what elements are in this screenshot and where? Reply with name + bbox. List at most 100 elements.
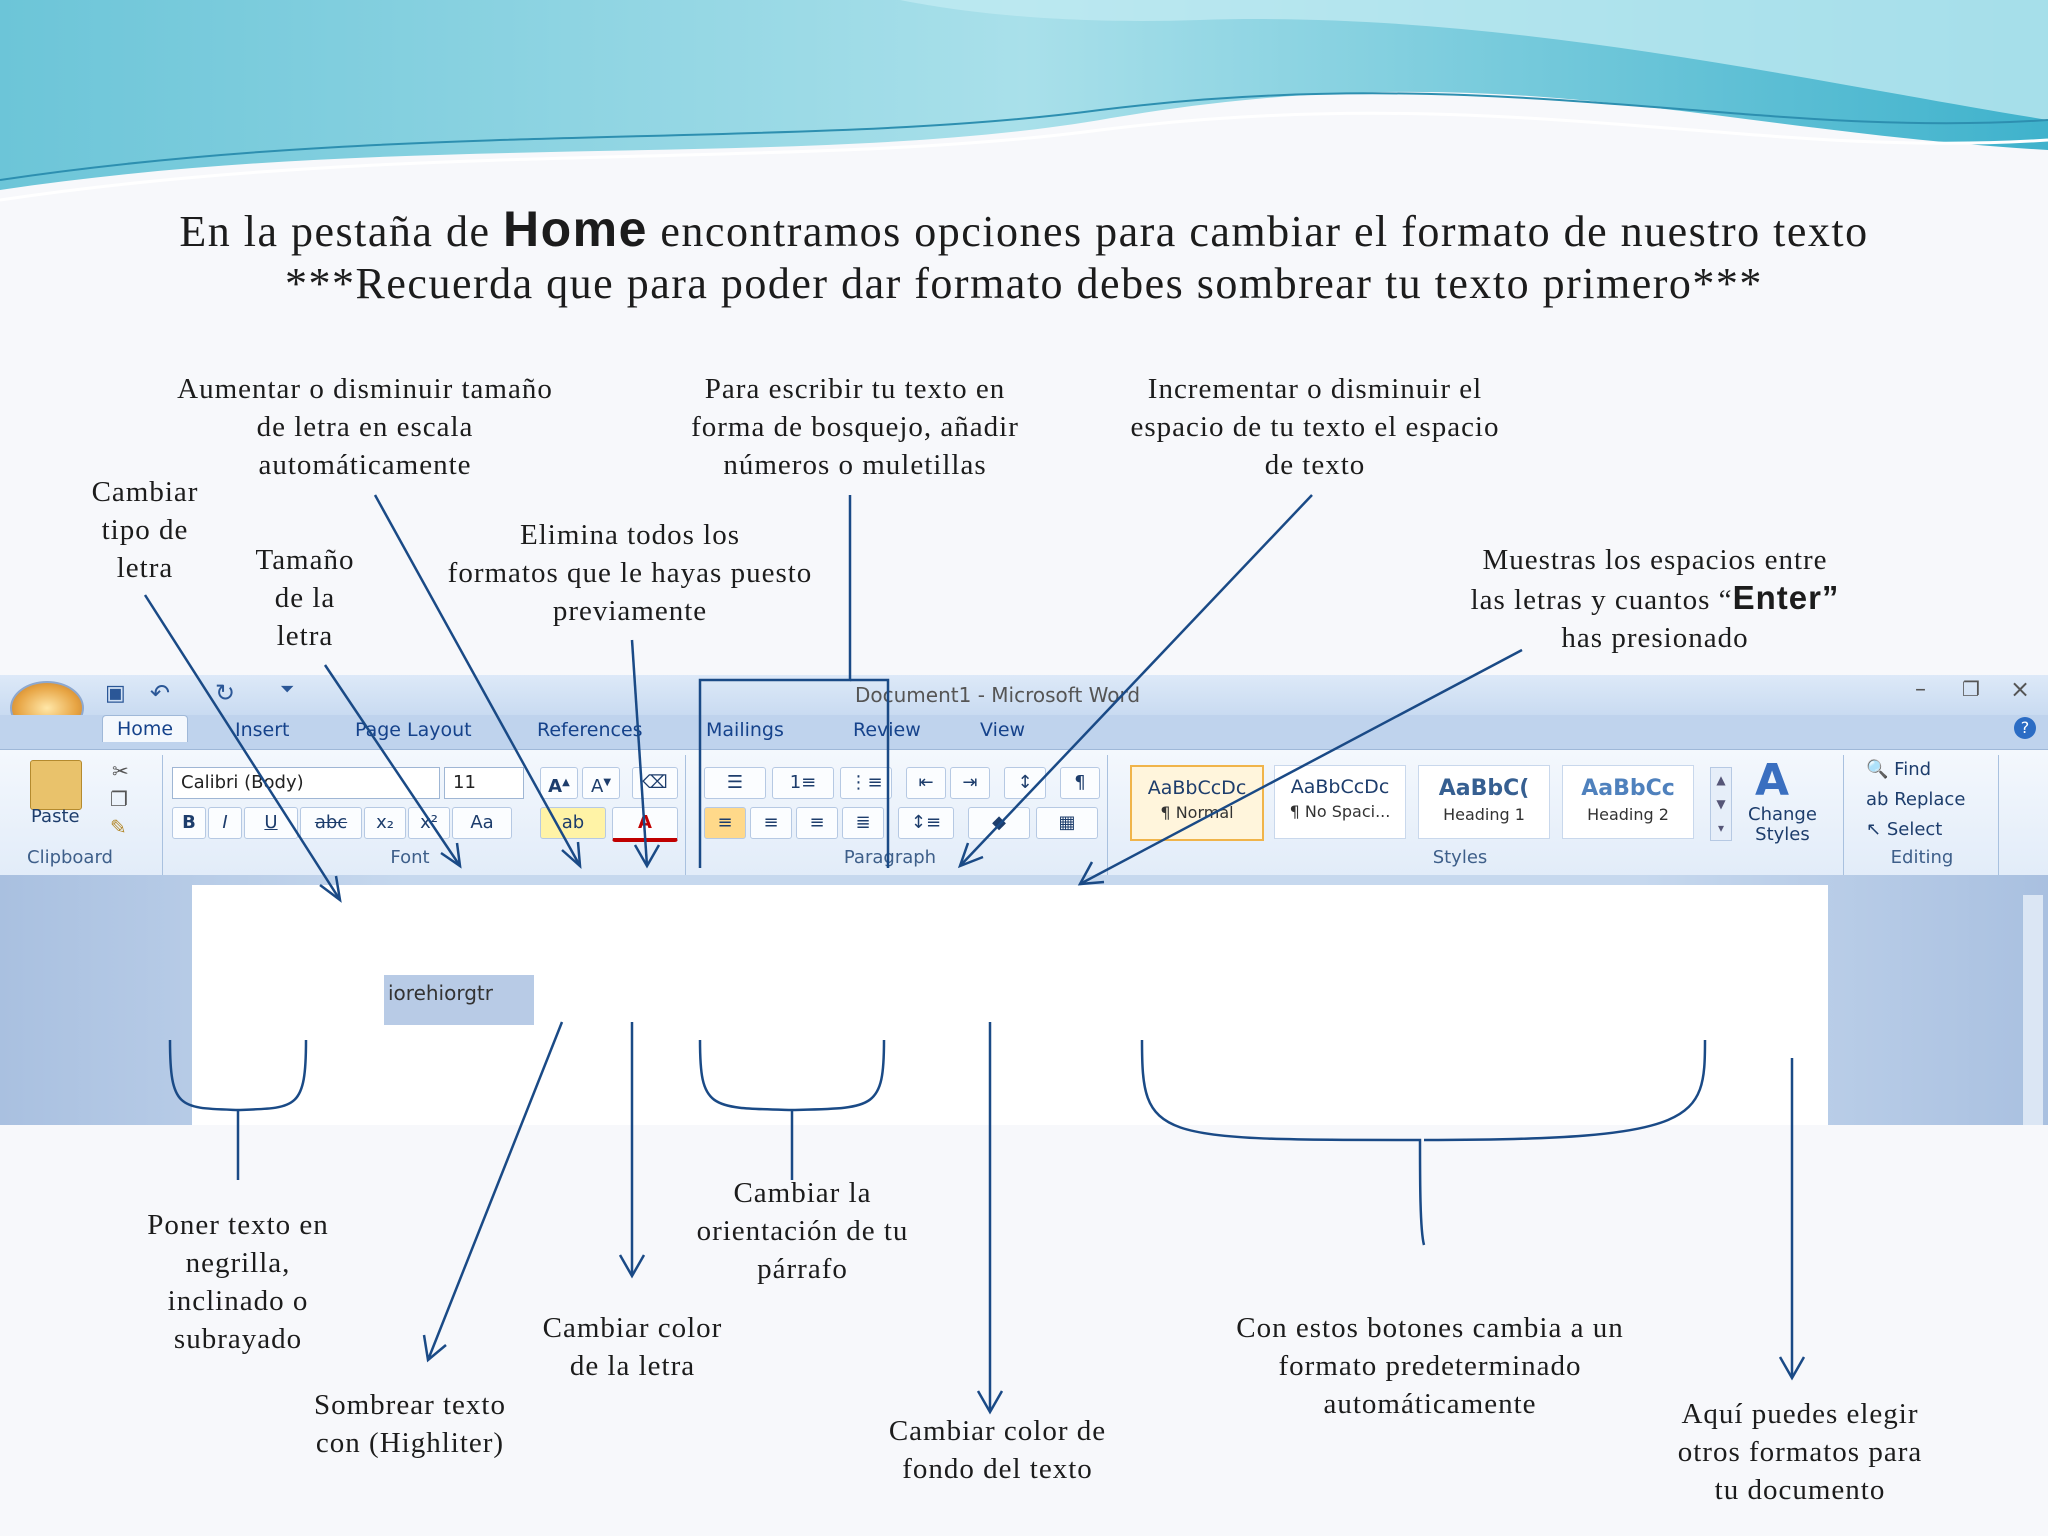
change-case-button[interactable]: Aa bbox=[452, 807, 512, 839]
note-line: Incrementar o disminuir el bbox=[1147, 373, 1483, 405]
note-font-type: Cambiar tipo de letra bbox=[70, 473, 220, 587]
style-name: ¶ No Spaci... bbox=[1289, 802, 1391, 821]
numbering-button[interactable]: 1≡ bbox=[772, 767, 834, 799]
font-color-button[interactable]: A bbox=[612, 807, 678, 842]
note-line: fondo del texto bbox=[902, 1453, 1093, 1485]
title-bold: Home bbox=[502, 201, 648, 257]
tab-insert[interactable]: Insert bbox=[235, 719, 290, 741]
bullets-button[interactable]: ☰ bbox=[704, 767, 766, 799]
styles-scroll[interactable]: ▲▼▾ bbox=[1710, 767, 1732, 841]
note-line: párrafo bbox=[757, 1253, 848, 1285]
note-line: letra bbox=[116, 552, 174, 584]
align-left-button[interactable]: ≡ bbox=[704, 807, 746, 839]
note-line: formatos que le hayas puesto bbox=[447, 557, 813, 589]
title-post: encontramos opciones para cambiar el for… bbox=[647, 207, 1869, 256]
sort-button[interactable]: ↕ bbox=[1004, 767, 1046, 799]
decrease-indent-button[interactable]: ⇤ bbox=[906, 767, 946, 799]
underline-button[interactable]: U bbox=[244, 807, 298, 839]
tab-mailings[interactable]: Mailings bbox=[706, 719, 784, 741]
font-size-combo[interactable]: 11 bbox=[444, 767, 524, 799]
change-styles-button[interactable]: Change Styles bbox=[1748, 805, 1817, 845]
subscript-button[interactable]: x₂ bbox=[364, 807, 406, 839]
style-name: Heading 1 bbox=[1443, 805, 1525, 824]
note-line: números o muletillas bbox=[723, 449, 987, 481]
cut-icon[interactable]: ✂ bbox=[112, 759, 129, 783]
document-area bbox=[0, 875, 2048, 1125]
replace-button[interactable]: ab Replace bbox=[1866, 789, 1965, 810]
copy-icon[interactable]: ❐ bbox=[110, 787, 128, 811]
shrink-font-button[interactable]: A▼ bbox=[582, 767, 620, 799]
word-window: ▣ ↶ ↻ ⏷ Document1 - Microsoft Word – ❐ ×… bbox=[0, 675, 2048, 1125]
note-spacing: Incrementar o disminuir el espacio de tu… bbox=[1100, 370, 1530, 484]
italic-button[interactable]: I bbox=[208, 807, 242, 839]
minimize-icon[interactable]: – bbox=[1915, 677, 1926, 702]
undo-icon[interactable]: ↶ bbox=[150, 679, 171, 707]
group-label-clipboard: Clipboard bbox=[27, 847, 113, 868]
tab-references[interactable]: References bbox=[537, 719, 643, 741]
style-preview: AaBbC( bbox=[1438, 776, 1530, 801]
strikethrough-button[interactable]: abc bbox=[300, 807, 362, 839]
justify-button[interactable]: ≣ bbox=[842, 807, 884, 839]
note-font-size-auto: Aumentar o disminuir tamaño de letra en … bbox=[160, 370, 570, 484]
clear-formatting-button[interactable]: ⌫ bbox=[632, 767, 678, 799]
highlight-button[interactable]: ab bbox=[540, 807, 606, 839]
align-center-button[interactable]: ≡ bbox=[750, 807, 792, 839]
style-heading-1[interactable]: AaBbC( Heading 1 bbox=[1418, 765, 1550, 839]
borders-button[interactable]: ▦ bbox=[1036, 807, 1098, 839]
note-orientation: Cambiar la orientación de tu párrafo bbox=[670, 1174, 935, 1288]
note-font-color: Cambiar color de la letra bbox=[520, 1309, 745, 1385]
style-name: ¶ Normal bbox=[1160, 803, 1234, 822]
note-line: formato predeterminado bbox=[1278, 1350, 1582, 1382]
replace-icon: ab bbox=[1866, 789, 1889, 810]
close-icon[interactable]: × bbox=[2010, 675, 2031, 703]
line-spacing-button[interactable]: ↕≡ bbox=[898, 807, 954, 839]
note-change-styles: Aquí puedes elegir otros formatos para t… bbox=[1640, 1395, 1960, 1509]
style-no-spacing[interactable]: AaBbCcDc ¶ No Spaci... bbox=[1274, 765, 1406, 839]
vertical-scrollbar[interactable] bbox=[2022, 895, 2043, 1125]
bold-button[interactable]: B bbox=[172, 807, 206, 839]
style-normal[interactable]: AaBbCcDc ¶ Normal bbox=[1130, 765, 1264, 841]
font-name-combo[interactable]: Calibri (Body) bbox=[172, 767, 440, 799]
qat-customize-icon[interactable]: ⏷ bbox=[280, 679, 295, 700]
tab-view[interactable]: View bbox=[980, 719, 1026, 741]
show-marks-button[interactable]: ¶ bbox=[1060, 767, 1100, 799]
note-line: Elimina todos los bbox=[520, 519, 740, 551]
note-line: previamente bbox=[552, 595, 708, 627]
save-icon[interactable]: ▣ bbox=[105, 681, 126, 706]
note-line: las letras y cuantos “Enter” bbox=[1440, 579, 1870, 619]
find-button[interactable]: 🔍 Find bbox=[1866, 759, 1931, 780]
grow-font-button[interactable]: A▲ bbox=[540, 767, 578, 799]
note-highlight: Sombrear texto con (Highliter) bbox=[290, 1386, 530, 1462]
superscript-button[interactable]: x² bbox=[408, 807, 450, 839]
note-line: Cambiar color bbox=[542, 1312, 723, 1344]
maximize-icon[interactable]: ❐ bbox=[1962, 677, 1980, 701]
slide-subtitle: ***Recuerda que para poder dar formato d… bbox=[285, 259, 1763, 308]
title-pre: En la pestaña de bbox=[179, 207, 503, 256]
note-line: otros formatos para bbox=[1677, 1436, 1923, 1468]
title-bar: ▣ ↶ ↻ ⏷ Document1 - Microsoft Word – ❐ × bbox=[0, 675, 2048, 735]
tab-home[interactable]: Home bbox=[102, 715, 189, 742]
multilevel-list-button[interactable]: ⋮≡ bbox=[840, 767, 892, 799]
increase-indent-button[interactable]: ⇥ bbox=[950, 767, 990, 799]
paste-icon[interactable] bbox=[30, 760, 82, 810]
find-label: Find bbox=[1894, 759, 1932, 780]
format-painter-icon[interactable]: ✎ bbox=[110, 815, 127, 839]
note-span: las letras y cuantos “ bbox=[1470, 584, 1733, 616]
paste-button[interactable]: Paste bbox=[31, 806, 80, 827]
shading-button[interactable]: ◆ bbox=[968, 807, 1030, 839]
note-line: Cambiar la bbox=[733, 1177, 872, 1209]
help-icon[interactable]: ? bbox=[2014, 717, 2036, 739]
note-line: Aumentar o disminuir tamaño bbox=[177, 373, 553, 405]
tab-review[interactable]: Review bbox=[853, 719, 921, 741]
redo-icon[interactable]: ↻ bbox=[215, 679, 236, 707]
tab-page-layout[interactable]: Page Layout bbox=[355, 719, 472, 741]
select-button[interactable]: ↖ Select bbox=[1866, 819, 1942, 840]
note-line: automáticamente bbox=[258, 449, 472, 481]
note-line: automáticamente bbox=[1323, 1388, 1537, 1420]
change-styles-icon[interactable]: A bbox=[1755, 755, 1790, 806]
note-line: Aquí puedes elegir bbox=[1681, 1398, 1919, 1430]
note-line: has presionado bbox=[1561, 622, 1749, 654]
selected-text[interactable]: iorehiorgtr bbox=[384, 975, 534, 1025]
style-heading-2[interactable]: AaBbCc Heading 2 bbox=[1562, 765, 1694, 839]
align-right-button[interactable]: ≡ bbox=[796, 807, 838, 839]
